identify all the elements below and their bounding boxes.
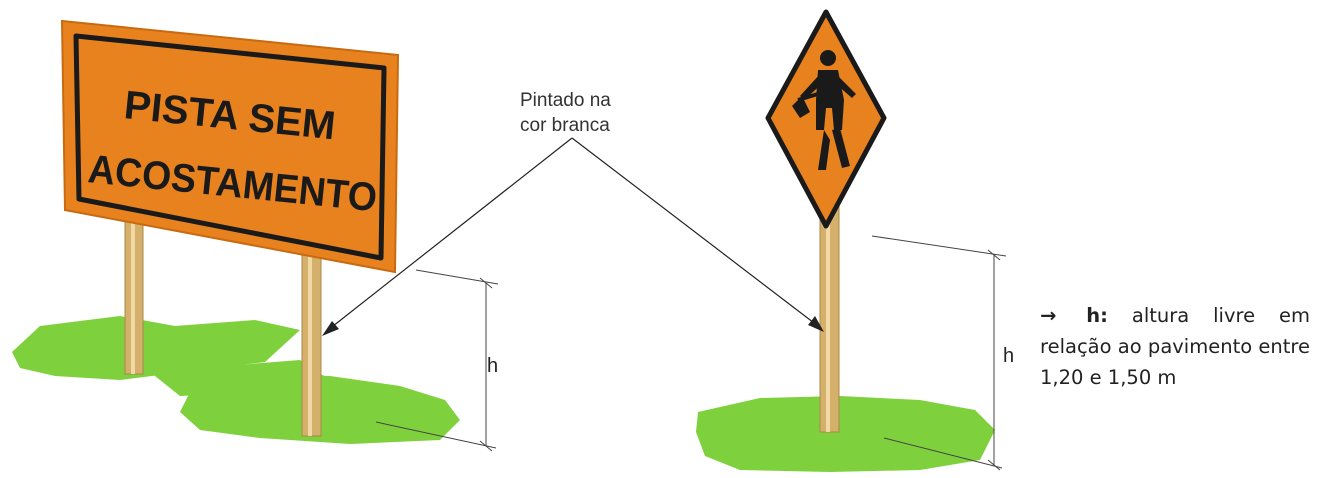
- right-sign-post: [819, 199, 840, 433]
- right-arrow-icon: →: [1040, 304, 1057, 327]
- note-text: altura livre em relação ao pavimento ent…: [1040, 304, 1310, 389]
- note-term: h:: [1086, 304, 1108, 327]
- sign-pista-sem-acostamento: PISTA SEM ACOSTAMENTO: [60, 19, 400, 274]
- callout-line-1: Pintado na: [520, 90, 611, 111]
- height-dimension-left: [375, 269, 499, 452]
- height-label-right: h: [1003, 345, 1014, 367]
- callout: Pintado na cor branca: [322, 90, 824, 336]
- left-sign-posts: [124, 221, 322, 437]
- diamond-warning-sign: [765, 9, 887, 229]
- grass-left: [12, 316, 460, 444]
- worker-with-shovel-icon: [792, 50, 856, 170]
- callout-line-2: cor branca: [520, 115, 610, 136]
- grass-right: [696, 396, 995, 472]
- height-note: → h: altura livre em relação ao paviment…: [1040, 300, 1310, 393]
- height-label-left: h: [487, 355, 498, 377]
- height-dimension-right: [871, 235, 1007, 471]
